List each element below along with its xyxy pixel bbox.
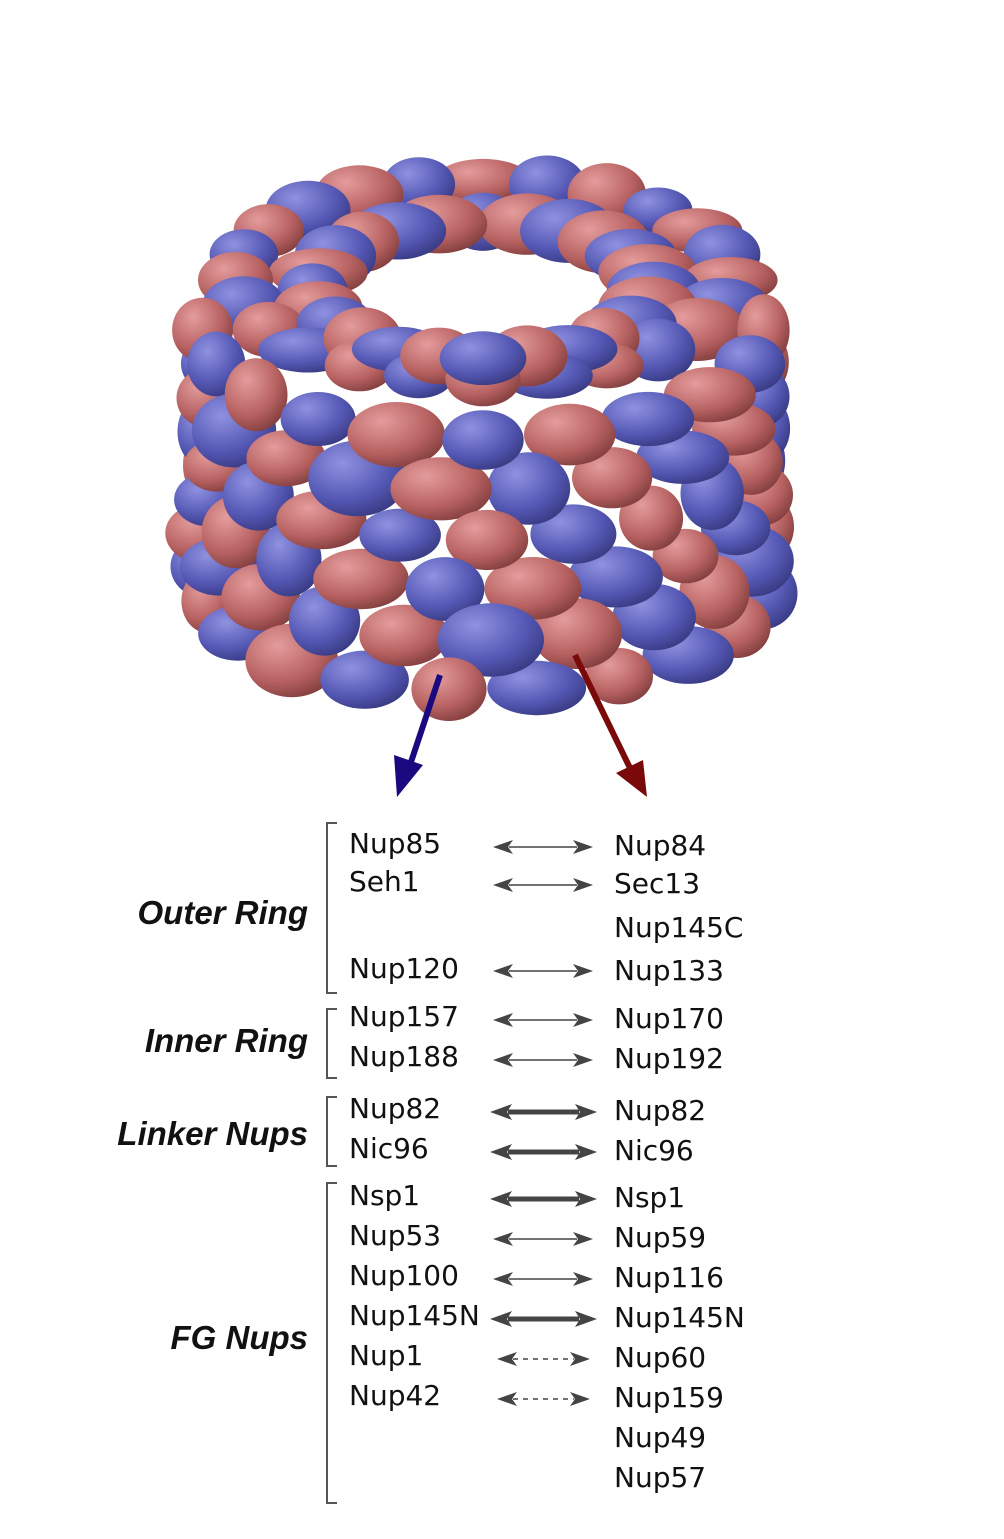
blue-subunit-blob	[487, 660, 587, 716]
left-nup-name: Nsp1	[349, 1179, 421, 1212]
red-subunit-blob	[484, 557, 582, 620]
group-label-outer-ring: Outer Ring	[137, 894, 309, 931]
thick-bidirectional-arrow	[490, 1191, 597, 1207]
thick-bidirectional-arrow	[490, 1144, 597, 1160]
blue-subunit-blob	[439, 331, 527, 386]
left-nup-name: Nup100	[349, 1259, 459, 1292]
thin-bidirectional-arrow	[493, 964, 593, 978]
left-nup-name: Nup53	[349, 1219, 442, 1252]
blue-subunit-blob	[359, 508, 441, 562]
left-nup-name: Nup188	[349, 1040, 459, 1073]
left-nup-name: Nup120	[349, 952, 459, 985]
blue-subunit-blob	[280, 392, 356, 446]
thin-bidirectional-arrow	[493, 1232, 593, 1246]
right-nup-name: Nup159	[614, 1381, 724, 1414]
pore-complex-3d-model	[165, 155, 798, 721]
bracket-inner-ring	[326, 1008, 337, 1079]
right-nup-name: Nup192	[614, 1042, 724, 1075]
right-nup-name: Nup49	[614, 1421, 707, 1454]
blue-subunit-blob	[405, 557, 485, 621]
right-nup-name: Nup84	[614, 829, 707, 862]
red-subunit-blob	[411, 657, 487, 721]
right-nup-name: Nup82	[614, 1094, 707, 1127]
left-nup-name: Nic96	[349, 1132, 429, 1165]
group-label-inner-ring: Inner Ring	[144, 1022, 308, 1059]
red-subunit-blob	[524, 403, 616, 466]
left-nup-name: Nup145N	[349, 1299, 480, 1332]
red-component-arrow	[572, 653, 647, 797]
bracket-outer-ring	[326, 822, 337, 994]
red-subunit-blob	[572, 447, 653, 509]
blue-subunit-blob	[442, 410, 524, 470]
dashed-bidirectional-arrow	[497, 1352, 590, 1366]
left-nup-name: Nup42	[349, 1379, 442, 1412]
thin-bidirectional-arrow	[493, 1053, 593, 1067]
right-nup-name: Nup145C	[614, 911, 744, 944]
right-nup-name: Nup116	[614, 1261, 724, 1294]
left-nup-name: Nup85	[349, 827, 442, 860]
group-label-fg-nups: FG Nups	[170, 1319, 309, 1356]
thin-bidirectional-arrow	[493, 1013, 593, 1027]
red-subunit-blob	[224, 358, 288, 432]
right-nup-name: Nsp1	[614, 1181, 686, 1214]
bracket-linker-nups	[326, 1096, 337, 1167]
red-subunit-blob	[434, 158, 532, 204]
thin-bidirectional-arrow	[493, 840, 593, 854]
right-nup-name: Nic96	[614, 1134, 694, 1167]
thin-bidirectional-arrow	[493, 878, 593, 892]
thin-bidirectional-arrow	[493, 1272, 593, 1286]
blue-component-arrow	[394, 674, 443, 797]
blue-subunit-blob	[568, 546, 663, 608]
group-label-linker-nups: Linker Nups	[117, 1115, 308, 1152]
red-subunit-blob	[445, 509, 529, 571]
red-subunit-blob	[390, 457, 492, 521]
thick-bidirectional-arrow	[490, 1311, 597, 1327]
bracket-fg-nups	[326, 1182, 337, 1504]
dashed-bidirectional-arrow	[497, 1392, 590, 1406]
blue-subunit-blob	[601, 391, 695, 447]
right-nup-name: Sec13	[614, 867, 701, 900]
left-nup-name: Nup1	[349, 1339, 424, 1372]
blue-subunit-blob	[320, 650, 409, 709]
right-nup-name: Nup59	[614, 1221, 707, 1254]
red-subunit-blob	[313, 548, 409, 610]
blue-subunit-blob	[487, 452, 571, 525]
right-nup-name: Nup170	[614, 1002, 724, 1035]
left-nup-name: Nup82	[349, 1092, 442, 1125]
red-subunit-blob	[347, 402, 446, 468]
right-nup-name: Nup133	[614, 954, 724, 987]
thick-bidirectional-arrow	[490, 1104, 597, 1120]
left-nup-name: Nup157	[349, 1000, 459, 1033]
blue-subunit-blob	[437, 603, 544, 677]
right-nup-name: Nup60	[614, 1341, 707, 1374]
left-nup-name: Seh1	[349, 865, 420, 898]
blue-subunit-blob	[530, 504, 617, 564]
red-subunit-blob	[359, 604, 449, 667]
right-nup-name: Nup57	[614, 1461, 707, 1494]
right-nup-name: Nup145N	[614, 1301, 745, 1334]
